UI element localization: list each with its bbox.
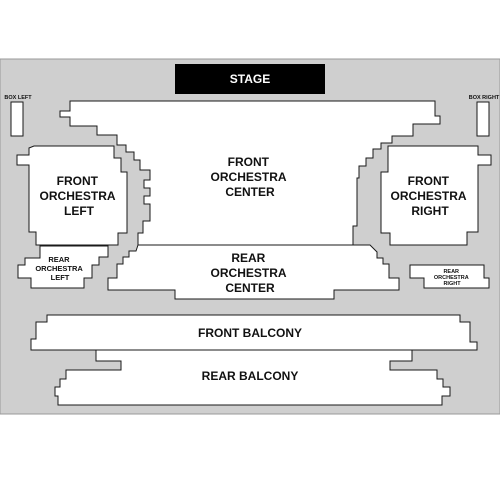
rear-orchestra-center-area[interactable] [107,244,400,300]
stage: STAGE [175,64,325,94]
rear-orchestra-left-area[interactable] [17,245,109,289]
box-left-area[interactable] [10,101,24,137]
section-front-balcony[interactable]: FRONT BALCONY [30,314,478,351]
stage-label: STAGE [230,72,270,86]
front-orchestra-left-area[interactable] [16,145,128,246]
rear-orchestra-right-area[interactable] [409,264,490,289]
section-rear-balcony[interactable]: REAR BALCONY [54,349,451,406]
section-front-orchestra-left[interactable]: FRONT ORCHESTRA LEFT [16,145,128,246]
box-right-area[interactable] [476,101,490,137]
front-orchestra-center-area[interactable] [59,100,441,246]
rear-balcony-area[interactable] [54,349,451,406]
front-balcony-area[interactable] [30,314,478,351]
stage-area [175,64,325,94]
front-orchestra-right-area[interactable] [380,145,492,246]
section-front-orchestra-right[interactable]: FRONT ORCHESTRA RIGHT [380,145,492,246]
